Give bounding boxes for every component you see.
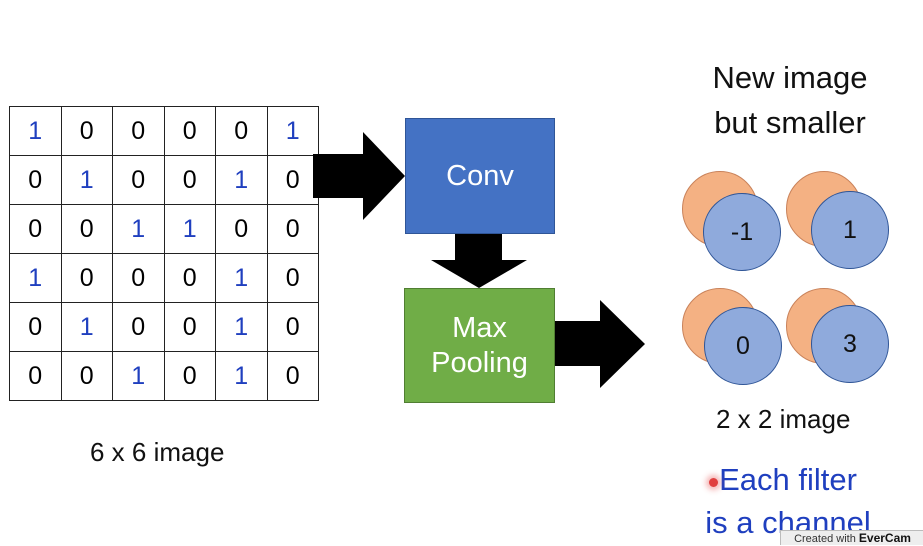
arrow-to-conv <box>313 132 405 220</box>
pool-label-line2: Pooling <box>431 346 528 379</box>
watermark-prefix: Created with <box>794 533 859 545</box>
feature-value: -1 <box>730 217 754 246</box>
matrix-cell: 0 <box>266 155 319 205</box>
matrix-cell: 0 <box>112 253 165 303</box>
evercam-watermark: Created with EverCam <box>780 530 923 545</box>
matrix-cell: 0 <box>60 204 113 254</box>
feature-circle: -1 <box>703 193 781 271</box>
matrix-cell: 0 <box>266 253 319 303</box>
matrix-cell: 0 <box>9 155 62 205</box>
matrix-cell: 0 <box>266 302 319 352</box>
feature-value: 1 <box>843 215 857 244</box>
result-title: New image but smaller <box>690 56 890 146</box>
result-title-line2: but smaller <box>714 104 866 140</box>
result-caption: 2 x 2 image <box>716 404 851 434</box>
matrix-caption: 6 x 6 image <box>90 437 225 467</box>
arrow-to-result <box>553 300 645 388</box>
feature-value: 0 <box>736 331 750 360</box>
matrix-cell: 0 <box>215 204 268 254</box>
matrix-cell: 1 <box>9 106 62 156</box>
matrix-cell: 0 <box>9 351 62 401</box>
matrix-cell: 0 <box>163 155 216 205</box>
matrix-cell: 0 <box>266 351 319 401</box>
feature-circle: 1 <box>811 191 889 269</box>
conv-box: Conv <box>405 118 555 234</box>
matrix-cell: 0 <box>163 106 216 156</box>
matrix-cell: 1 <box>60 155 113 205</box>
channel-note-line1: Each filter <box>719 462 857 497</box>
feature-value: 3 <box>843 329 857 358</box>
result-title-line1: New image <box>712 60 868 95</box>
matrix-cell: 0 <box>112 302 165 352</box>
feature-circle: 0 <box>704 307 782 385</box>
matrix-cell: 0 <box>60 253 113 303</box>
feature-circle: 3 <box>811 305 889 383</box>
max-pooling-box: Max Pooling <box>404 288 555 403</box>
matrix-cell: 0 <box>163 351 216 401</box>
matrix-cell: 0 <box>9 302 62 352</box>
arrow-conv-to-pool <box>431 234 527 288</box>
matrix-cell: 0 <box>163 302 216 352</box>
pointer-dot <box>709 478 718 487</box>
matrix-cell: 1 <box>266 106 319 156</box>
matrix-cell: 1 <box>112 351 165 401</box>
matrix-cell: 1 <box>112 204 165 254</box>
matrix-cell: 1 <box>163 204 216 254</box>
pool-label-line1: Max <box>452 311 507 344</box>
matrix-cell: 0 <box>112 155 165 205</box>
conv-label: Conv <box>446 159 514 192</box>
watermark-brand: EverCam <box>858 531 911 545</box>
matrix-cell: 0 <box>60 106 113 156</box>
matrix-cell: 1 <box>60 302 113 352</box>
matrix-cell: 1 <box>215 351 268 401</box>
